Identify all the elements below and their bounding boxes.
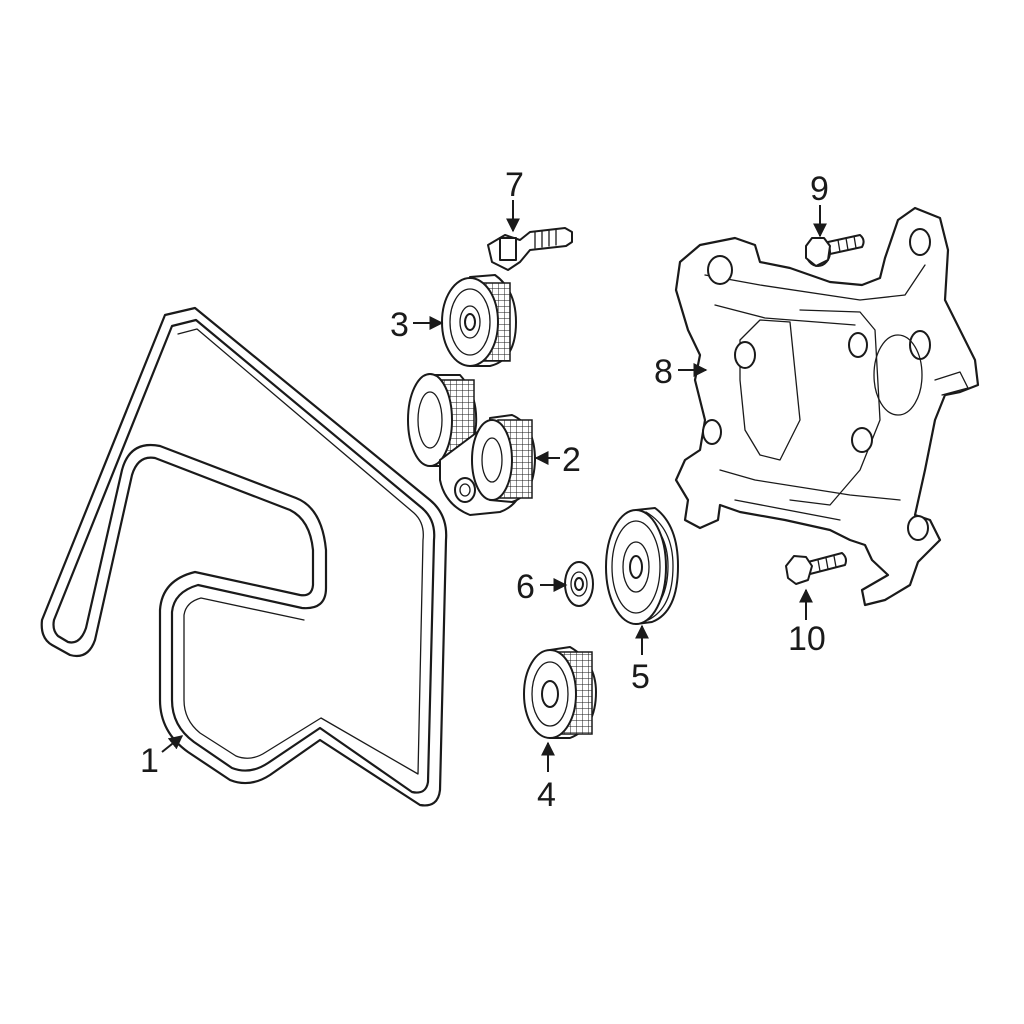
- washer-cap-6: [564, 561, 594, 607]
- flange-bolt-10: [785, 552, 847, 585]
- callout-4: 4: [537, 776, 556, 814]
- belt-tensioner: [407, 373, 536, 516]
- callout-7: 7: [505, 166, 524, 204]
- callout-1: 1: [140, 742, 159, 780]
- callout-10: 10: [788, 620, 826, 658]
- callout-leaders: [161, 200, 827, 772]
- serpentine-belt: [40, 306, 448, 807]
- leader-1: [161, 735, 184, 753]
- callout-8: 8: [654, 353, 673, 391]
- idler-pulley-4: [523, 646, 597, 739]
- callout-6: 6: [516, 568, 535, 606]
- callout-3: 3: [390, 306, 409, 344]
- grooved-pulley-5: [605, 507, 679, 625]
- callout-9: 9: [810, 170, 829, 208]
- flange-bolt-9: [805, 234, 865, 267]
- stud-bolt-7: [487, 227, 573, 271]
- mounting-bracket-8: [674, 206, 980, 607]
- callout-2: 2: [562, 441, 581, 479]
- callout-5: 5: [631, 658, 650, 696]
- idler-pulley-3: [441, 274, 517, 367]
- callout-labels: 1 2 3 4 5 6 7 8 9 10: [140, 166, 829, 814]
